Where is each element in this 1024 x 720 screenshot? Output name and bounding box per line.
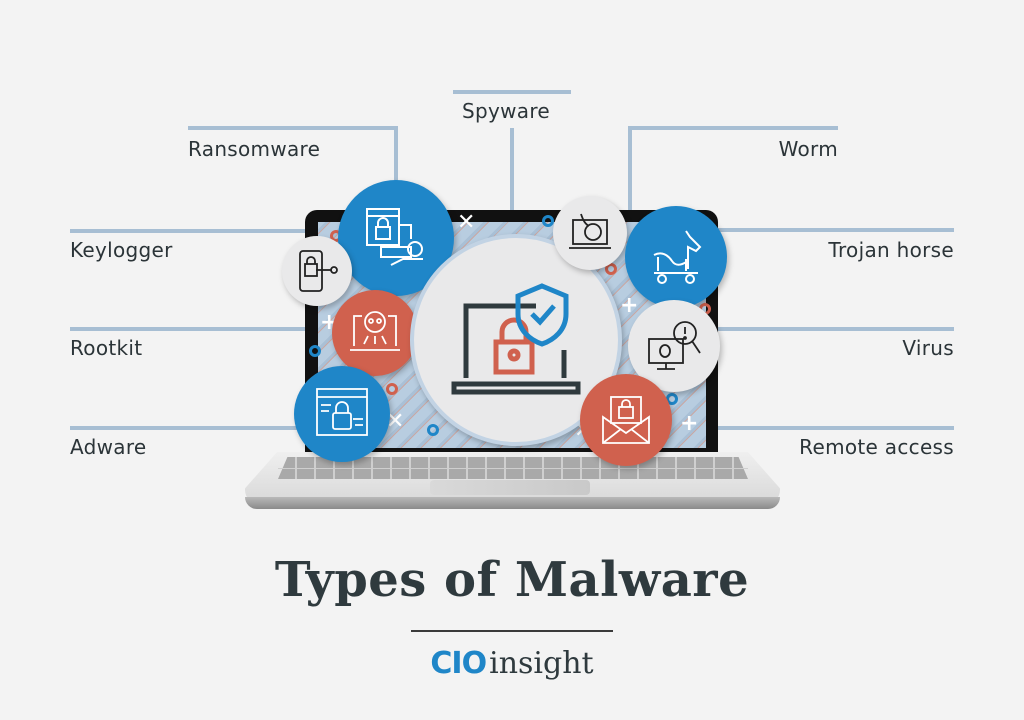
trojan-circle	[625, 206, 727, 308]
page-title: Types of Malware	[274, 552, 750, 608]
window-lock-icon	[316, 388, 368, 436]
remote-access-circle	[580, 374, 672, 466]
worm-laptop-icon	[569, 213, 611, 249]
trojan-horse-icon	[653, 230, 702, 284]
ring-dot-icon	[386, 383, 398, 395]
ransom-lock-money-icon	[366, 208, 423, 266]
skull-laptop-icon	[350, 311, 400, 351]
laptop-trackpad	[430, 480, 590, 495]
connector-worm-vertical	[628, 126, 632, 216]
bug-magnifier-icon	[648, 321, 701, 370]
connector-trojan	[718, 228, 954, 232]
phone-key-lock-icon	[299, 250, 338, 292]
keylogger-circle	[282, 236, 352, 306]
label-keylogger: Keylogger	[70, 238, 173, 262]
laptop-lock-shield-icon	[451, 283, 581, 395]
laptop-base-edge	[245, 497, 780, 509]
brand-secondary: insight	[489, 646, 594, 681]
connector-spyware	[453, 90, 571, 94]
x-mark-icon: ✕	[386, 409, 405, 434]
label-adware: Adware	[70, 435, 147, 459]
label-spyware: Spyware	[462, 99, 551, 123]
connector-keylogger	[70, 229, 310, 233]
ring-dot-icon	[542, 215, 554, 227]
connector-ransomware-vertical	[394, 126, 398, 196]
connector-ransomware	[188, 126, 398, 130]
connector-rootkit	[70, 327, 315, 331]
connector-spyware-vertical	[510, 128, 514, 210]
connector-worm	[628, 126, 838, 130]
connector-remote	[716, 426, 954, 430]
label-remote-access: Remote access	[799, 435, 954, 459]
title-divider	[411, 630, 613, 632]
plus-mark-icon: +	[620, 293, 639, 318]
connector-virus	[718, 327, 954, 331]
label-virus: Virus	[902, 336, 954, 360]
rootkit-circle	[332, 290, 418, 376]
x-mark-icon: ✕	[457, 210, 476, 235]
label-worm: Worm	[778, 137, 838, 161]
keyboard-row-divider	[278, 468, 748, 469]
label-ransomware: Ransomware	[188, 137, 321, 161]
ring-dot-icon	[605, 263, 617, 275]
adware-circle	[294, 366, 390, 462]
ring-dot-icon	[427, 424, 439, 436]
brand-primary: CIO	[430, 646, 487, 681]
label-trojan: Trojan horse	[828, 238, 954, 262]
ring-dot-icon	[666, 393, 678, 405]
connector-adware	[70, 426, 310, 430]
ring-dot-icon	[309, 345, 321, 357]
plus-mark-icon: +	[680, 411, 699, 436]
label-rootkit: Rootkit	[70, 336, 143, 360]
envelope-lock-icon	[602, 396, 650, 444]
spyware-circle	[553, 196, 627, 270]
